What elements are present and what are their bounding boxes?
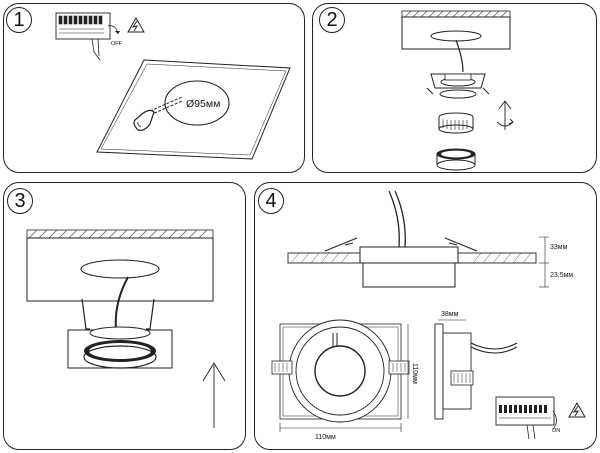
luminaire-frame: [67, 326, 173, 369]
dim-height-label: 110мм: [411, 363, 418, 384]
up-arrow-icon: [202, 362, 226, 428]
lamp-module: [438, 112, 474, 134]
mounting-frame: [426, 73, 490, 99]
step-4-panel: 4 33мм 23,5мм: [254, 182, 597, 450]
step-1-badge: 1: [6, 7, 32, 33]
breaker-switch-icon: [55, 12, 111, 61]
step-3-badge: 3: [7, 188, 33, 214]
electric-warning-icon: [127, 16, 145, 33]
switch-off-label: OFF: [111, 41, 123, 47]
hole-saw-icon: [133, 96, 183, 131]
step-3-number: 3: [14, 189, 26, 212]
breaker-switch-icon: [495, 396, 555, 440]
switch-on-label: ON: [552, 428, 560, 434]
dim-side-depth-label: 38мм: [441, 311, 459, 318]
step-4-badge: 4: [258, 188, 284, 214]
step-2-illustration: [401, 10, 514, 171]
step-3-panel: 3: [3, 182, 246, 450]
section-view: 33мм 23,5мм: [287, 190, 573, 288]
step-2-badge: 2: [319, 7, 345, 33]
dim-bottom-height-label: 23,5мм: [550, 272, 573, 279]
step-2-panel: 2: [312, 3, 597, 173]
side-profile: 38мм: [434, 311, 518, 420]
step-1-number: 1: [13, 8, 25, 31]
step-4-number: 4: [265, 189, 277, 212]
hole-diameter-label: Ø95мм: [186, 98, 220, 110]
front-view: 110мм 110мм: [271, 319, 418, 441]
step-1-panel: 1 OFF: [3, 3, 305, 173]
electric-warning-icon: [568, 401, 586, 418]
step-2-number: 2: [326, 8, 338, 31]
rotate-arrow-icon: [496, 100, 514, 130]
dim-width-label: 110мм: [315, 434, 336, 441]
cut-hole: [164, 80, 230, 126]
lens-ring: [436, 148, 476, 171]
step-1-illustration: OFF Ø95мм: [55, 12, 291, 160]
step-3-illustration: [26, 229, 226, 428]
step-4-illustration: 33мм 23,5мм 110мм 110мм: [271, 190, 586, 441]
dim-top-height-label: 33мм: [550, 244, 568, 251]
